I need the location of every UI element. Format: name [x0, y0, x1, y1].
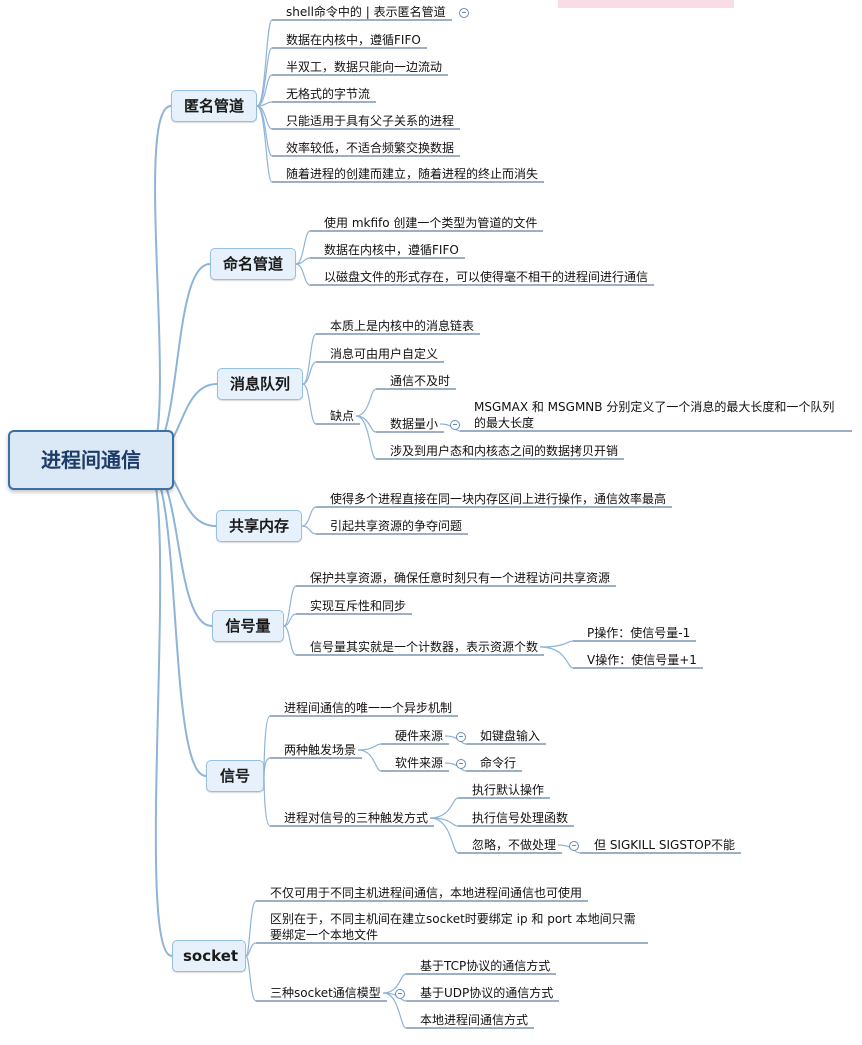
sig-mode-ignore[interactable]: 忽略，不做处理 [472, 838, 557, 852]
anon-item-4[interactable]: 无格式的字节流 [286, 87, 371, 101]
mq-drawback-item-1[interactable]: 通信不及时 [390, 374, 451, 388]
category-shared-memory[interactable]: 共享内存 [216, 510, 302, 542]
mq-drawback-small[interactable]: 数据量小 [390, 417, 439, 431]
link-socket-item-1 [245, 900, 257, 957]
named-item-1[interactable]: 使用 mkfifo 创建一个类型为管道的文件 [324, 216, 538, 230]
mq-item-2[interactable]: 消息可由用户自定义 [330, 347, 439, 361]
link-socket-models [245, 955, 257, 1002]
collapse-icon[interactable] [395, 989, 405, 999]
link-sem-item-2 [283, 613, 297, 627]
connector-category-anon-pipe [143, 105, 172, 461]
category-anon-pipe[interactable]: 匿名管道 [171, 90, 257, 122]
link-mq-drawback [302, 383, 317, 425]
mq-drawback-item-2[interactable]: 涉及到用户态和内核态之间的数据拷贝开销 [390, 444, 619, 458]
category-message-queue[interactable]: 消息队列 [217, 368, 303, 400]
socket-model-local[interactable]: 本地进程间通信方式 [420, 1013, 529, 1027]
sem-p-op[interactable]: P操作：使信号量-1 [587, 626, 691, 640]
anon-item-2[interactable]: 数据在内核中，遵循FIFO [286, 33, 421, 47]
link-socket-item-2 [245, 942, 257, 957]
link-sig-scenes [263, 757, 271, 777]
sig-mode-ignore-exception[interactable]: 但 SIGKILL SIGSTOP不能 [594, 838, 735, 852]
link-anon-item-2 [256, 47, 273, 107]
link-sig-mode-default [429, 797, 459, 819]
mq-item-1[interactable]: 本质上是内核中的消息链表 [330, 319, 475, 333]
sig-scenes[interactable]: 两种触发场景 [284, 743, 357, 757]
anon-item-5[interactable]: 只能适用于具有父子关系的进程 [286, 114, 455, 128]
connector-category-signal [143, 459, 207, 777]
category-socket[interactable]: socket [172, 940, 246, 972]
sig-scene-sw-example[interactable]: 命令行 [480, 756, 517, 770]
socket-item-2[interactable]: 区别在于，不同主机间在建立socket时要绑定 ip 和 port 本地间只需要… [270, 912, 636, 942]
sig-mode-handler[interactable]: 执行信号处理函数 [472, 811, 569, 825]
named-item-2[interactable]: 数据在内核中，遵循FIFO [324, 243, 459, 257]
link-shm-item-2 [301, 525, 317, 535]
socket-item-1[interactable]: 不仅可用于不同主机进程间通信，本地进程间通信也可使用 [270, 886, 583, 900]
socket-models[interactable]: 三种socket通信模型 [270, 986, 381, 1000]
link-anon-item-7 [256, 105, 273, 183]
sig-scene-hw[interactable]: 硬件来源 [395, 729, 444, 743]
link-named-item-1 [295, 230, 311, 265]
link-sem-counter [283, 625, 297, 656]
mq-drawback-small-detail[interactable]: MSGMAX 和 MSGMNB 分别定义了一个消息的最大长度和一个队列的最大长度 [474, 400, 835, 430]
link-named-item-3 [295, 263, 311, 286]
collapse-icon[interactable] [456, 759, 466, 769]
shm-item-1[interactable]: 使得多个进程直接在同一块内存区间上进行操作，通信效率最高 [330, 492, 667, 506]
anon-item-1[interactable]: shell命令中的 | 表示匿名管道 [286, 5, 446, 19]
sig-scene-hw-example[interactable]: 如键盘输入 [480, 729, 541, 743]
category-semaphore[interactable]: 信号量 [212, 610, 284, 642]
link-sig-mode-ignore [429, 817, 459, 854]
link-shm-item-1 [301, 506, 317, 527]
sig-modes[interactable]: 进程对信号的三种触发方式 [284, 811, 429, 825]
mq-drawback[interactable]: 缺点 [330, 409, 355, 423]
sem-counter[interactable]: 信号量其实就是一个计数器，表示资源个数 [310, 640, 539, 654]
collapse-icon[interactable] [569, 841, 579, 851]
collapse-icon[interactable] [450, 420, 460, 430]
link-sig-scene-hw [357, 743, 382, 751]
anon-item-3[interactable]: 半双工，数据只能向一边流动 [286, 60, 443, 74]
collapse-icon[interactable] [456, 732, 466, 742]
socket-model-udp[interactable]: 基于UDP协议的通信方式 [420, 986, 554, 1000]
link-anon-item-3 [256, 74, 273, 107]
link-mq-drawback-item-2 [355, 415, 377, 460]
root-node[interactable]: 进程间通信 [8, 430, 174, 490]
link-sem-p-op [539, 640, 574, 648]
top-highlight-bar [558, 0, 734, 8]
category-named-pipe[interactable]: 命名管道 [210, 248, 296, 280]
collapse-icon[interactable] [459, 8, 469, 18]
category-signal[interactable]: 信号 [206, 760, 264, 792]
link-socket-model-tcp [382, 973, 407, 994]
sig-scene-sw[interactable]: 软件来源 [395, 756, 444, 770]
shm-item-2[interactable]: 引起共享资源的争夺问题 [330, 519, 463, 533]
socket-model-tcp[interactable]: 基于TCP协议的通信方式 [420, 959, 551, 973]
link-mq-item-2 [302, 361, 317, 385]
link-mq-item-1 [302, 333, 317, 385]
link-sem-item-1 [283, 585, 297, 627]
anon-item-6[interactable]: 效率较低，不适合频繁交换数据 [286, 141, 455, 155]
link-sig-modes [263, 775, 271, 827]
link-mq-drawback-item-1 [355, 388, 377, 417]
sig-item-1[interactable]: 进程间通信的唯一一个异步机制 [284, 701, 453, 715]
named-item-3[interactable]: 以磁盘文件的形式存在，可以使得毫不相干的进程间进行通信 [324, 270, 649, 284]
anon-item-7[interactable]: 随着进程的创建而建立，随着进程的终止而消失 [286, 167, 539, 181]
sem-item-1[interactable]: 保护共享资源，确保任意时刻只有一个进程访问共享资源 [310, 571, 611, 585]
sem-v-op[interactable]: V操作：使信号量+1 [587, 653, 697, 667]
link-sig-scene-sw [357, 749, 382, 772]
sem-item-2[interactable]: 实现互斥性和同步 [310, 599, 407, 613]
link-sem-v-op [539, 646, 574, 669]
link-socket-model-local [382, 992, 407, 1029]
sig-mode-default[interactable]: 执行默认操作 [472, 783, 545, 797]
